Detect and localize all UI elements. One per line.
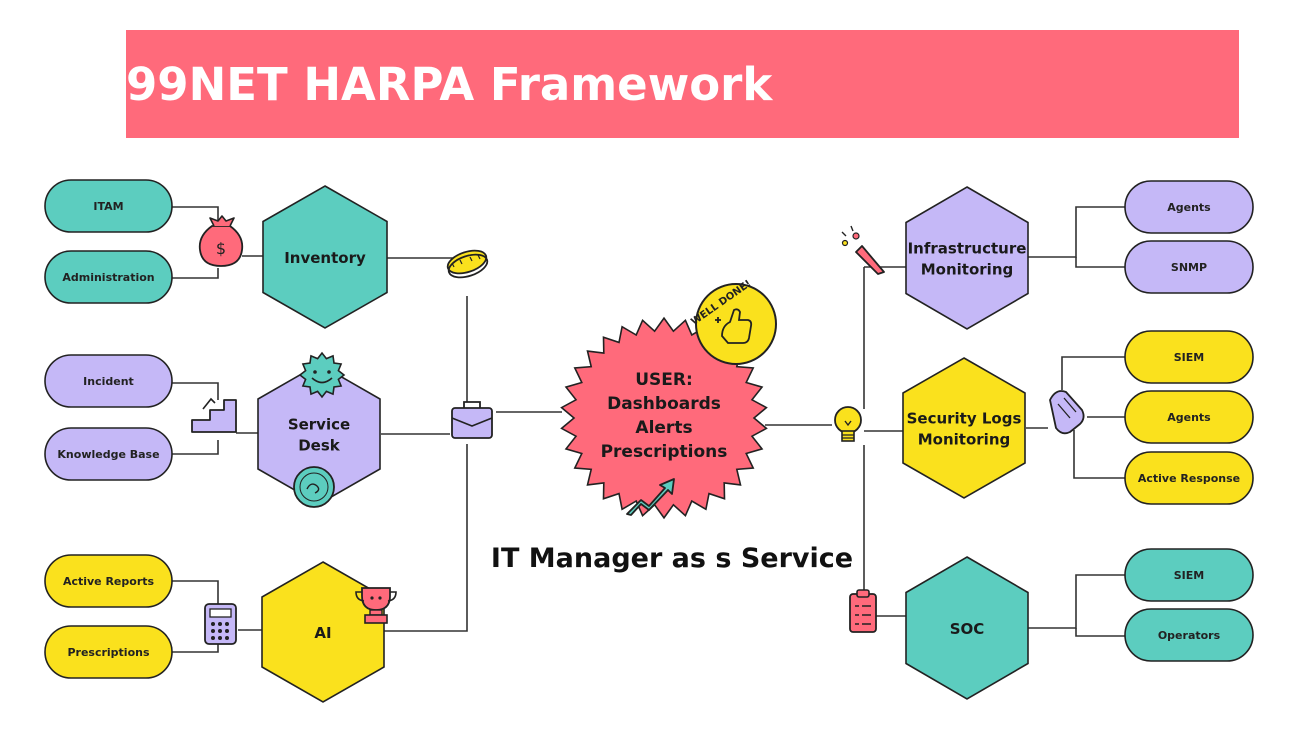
subtitle: IT Manager as s Service [491, 543, 853, 574]
left-item-active-reports-label: Active Reports [63, 575, 155, 588]
left-item-knowledge-base-shape [44, 427, 173, 481]
hub-infrastructure-monitoring-line-2: Monitoring [921, 261, 1013, 279]
right-item-0-snmp-label: SNMP [1171, 261, 1207, 274]
trophy-icon [355, 587, 397, 624]
left-item-knowledge-base-label: Knowledge Base [57, 448, 159, 461]
right-item-1-active-response-label: Active Response [1138, 472, 1240, 485]
briefcase-icon [451, 401, 493, 439]
right-item-0-agents: Agents [1124, 180, 1254, 234]
hub-inventory: Inventory [262, 185, 388, 329]
left-item-itam-shape [44, 179, 173, 233]
hub-inventory-shape [262, 185, 388, 329]
connector-lines [172, 206, 1125, 653]
money-bag-icon: $ [198, 215, 244, 267]
hub-security-logs-monitoring-line-1: Security Logs [907, 410, 1022, 428]
right-item-1-agents: Agents [1124, 390, 1254, 444]
calculator-icon [204, 603, 237, 645]
hub-soc: SOC [905, 556, 1029, 700]
hub-security-logs-monitoring-line-2: Monitoring [918, 431, 1010, 449]
trend-arrow-icon [626, 478, 675, 516]
right-item-0-snmp-shape [1124, 240, 1254, 294]
left-item-prescriptions-shape [44, 625, 173, 679]
coin-icon [446, 249, 489, 279]
right-item-2-operators: Operators [1124, 608, 1254, 662]
left-item-administration-shape [44, 250, 173, 304]
left-item-administration-label: Administration [62, 271, 154, 284]
center-line-3: Alerts [635, 418, 692, 438]
left-item-prescriptions-label: Prescriptions [67, 646, 150, 659]
hub-infrastructure-monitoring-shape [905, 186, 1029, 330]
hub-ai-line-1: AI [314, 624, 331, 642]
right-item-1-siem: SIEM [1124, 330, 1254, 384]
step-icon [191, 397, 237, 433]
brainstorm-badge-icon [293, 466, 335, 508]
center-line-4: Prescriptions [601, 442, 728, 462]
hub-ai: AI [261, 561, 385, 703]
right-item-0-agents-shape [1124, 180, 1254, 234]
right-item-2-siem-shape [1124, 548, 1254, 602]
svg-text:$: $ [216, 239, 226, 258]
lightbulb-icon [834, 406, 862, 442]
right-item-1-agents-shape [1124, 390, 1254, 444]
right-item-1-agents-label: Agents [1167, 411, 1211, 424]
center-line-1: USER: [635, 370, 693, 390]
page-title: 99NET HARPA Framework [126, 58, 773, 111]
right-item-2-operators-label: Operators [1158, 629, 1221, 642]
hub-soc-line-1: SOC [950, 620, 985, 638]
smiley-badge-icon [298, 351, 346, 399]
nodes-layer: ITAM Administration InventoryIncidentKnowl… [44, 179, 1254, 703]
hub-security-logs-monitoring-shape [902, 357, 1026, 499]
right-item-1-active-response: Active Response [1124, 451, 1254, 505]
clapping-hands-icon [1049, 390, 1085, 435]
title-banner [126, 30, 1239, 138]
hub-inventory-line-1: Inventory [284, 249, 366, 267]
center-user-node: USER: Dashboards Alerts Prescriptions [560, 316, 768, 520]
left-item-administration: Administration [44, 250, 173, 304]
right-item-2-siem-label: SIEM [1174, 569, 1204, 582]
left-item-active-reports-shape [44, 554, 173, 608]
right-item-1-siem-label: SIEM [1174, 351, 1204, 364]
center-starburst [560, 316, 768, 520]
left-item-itam-label: ITAM [93, 200, 123, 213]
hub-service-desk-line-2: Desk [298, 437, 341, 455]
hub-infrastructure-monitoring-line-1: Infrastructure [908, 240, 1027, 258]
left-item-active-reports: Active Reports [44, 554, 173, 608]
left-item-incident: Incident [44, 354, 173, 408]
right-item-1-siem-shape [1124, 330, 1254, 384]
clipboard-icon [849, 589, 877, 633]
hub-soc-shape [905, 556, 1029, 700]
center-line-2: Dashboards [607, 394, 721, 414]
right-item-0-snmp: SNMP [1124, 240, 1254, 294]
right-item-2-operators-shape [1124, 608, 1254, 662]
left-item-knowledge-base: Knowledge Base [44, 427, 173, 481]
left-item-itam: ITAM [44, 179, 173, 233]
right-item-2-siem: SIEM [1124, 548, 1254, 602]
party-popper-icon [841, 225, 885, 275]
left-item-incident-shape [44, 354, 173, 408]
right-item-0-agents-label: Agents [1167, 201, 1211, 214]
left-item-prescriptions: Prescriptions [44, 625, 173, 679]
hub-service-desk-line-1: Service [288, 416, 350, 434]
left-item-incident-label: Incident [83, 375, 134, 388]
right-item-1-active-response-shape [1124, 451, 1254, 505]
